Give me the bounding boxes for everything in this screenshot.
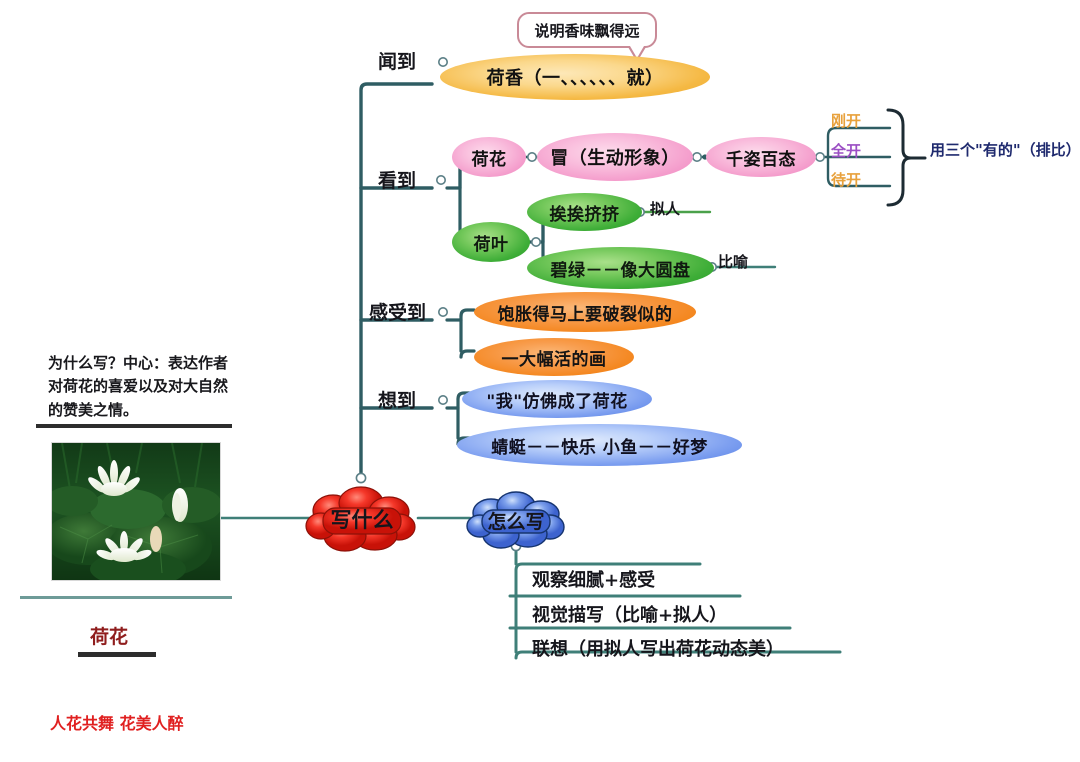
node-lotus-leaf[interactable]: 荷叶 <box>452 222 530 262</box>
node-think-dragonfly-fish[interactable]: 蜻蜓－－快乐 小鱼－－好梦 <box>457 424 742 466</box>
how-item-visual-description: 视觉描写（比喻+拟人） <box>532 605 728 626</box>
node-flower-varied-poses[interactable]: 千姿百态 <box>706 137 816 177</box>
note-parallelism: 用三个"有的"（排比） <box>930 141 1080 159</box>
photo-caption: 荷花 <box>90 626 129 648</box>
node-feel-bursting[interactable]: 饱胀得马上要破裂似的 <box>474 292 696 332</box>
callout-bubble: 说明香味飘得远 <box>517 12 657 48</box>
branch-label-feel: 感受到 <box>369 302 427 324</box>
state-open-now: 刚开 <box>831 112 862 130</box>
node-lotus-fragrance[interactable]: 荷香（一、、、、、、就） <box>440 54 710 100</box>
note-personification: 拟人 <box>650 200 681 218</box>
callout-tail-inner <box>630 46 644 58</box>
state-about-to-open: 待开 <box>831 171 862 189</box>
branch-label-see: 看到 <box>378 170 417 192</box>
node-what-to-write[interactable]: 写什么 <box>303 484 421 554</box>
node-leaf-crowded[interactable]: 挨挨挤挤 <box>527 193 642 231</box>
divider-caption <box>78 652 156 657</box>
node-leaf-green-disc[interactable]: 碧绿－－像大圆盘 <box>527 247 714 289</box>
left-info-panel: 为什么写？中心：表达作者对荷花的喜爱以及对大自然的赞美之情。 <box>0 0 280 762</box>
branch-label-think: 想到 <box>378 390 417 412</box>
node-feel-living-picture[interactable]: 一大幅活的画 <box>474 338 634 376</box>
branch-label-smell: 闻到 <box>378 51 417 73</box>
divider-middle <box>20 596 232 599</box>
how-item-observation: 观察细腻+感受 <box>532 570 656 591</box>
how-item-association: 联想（用拟人写出荷花动态美） <box>532 639 784 660</box>
node-flower-emerge[interactable]: 冒（生动形象） <box>537 133 693 181</box>
note-metaphor: 比喻 <box>718 253 749 271</box>
node-how-to-write[interactable]: 怎么写 <box>464 489 568 551</box>
divider-top <box>36 424 232 428</box>
purpose-text: 为什么写？中心：表达作者对荷花的喜爱以及对大自然的赞美之情。 <box>48 354 229 419</box>
slogan-text: 人花共舞 花美人醉 <box>50 714 184 733</box>
node-lotus-flower[interactable]: 荷花 <box>452 137 526 177</box>
node-think-became-lotus[interactable]: "我"仿佛成了荷花 <box>462 380 652 418</box>
how-to-write-label: 怎么写 <box>487 510 545 533</box>
what-to-write-label: 写什么 <box>330 507 394 532</box>
lotus-photo <box>51 442 221 581</box>
state-full-open: 全开 <box>831 142 862 160</box>
callout-text: 说明香味飘得远 <box>534 21 640 40</box>
